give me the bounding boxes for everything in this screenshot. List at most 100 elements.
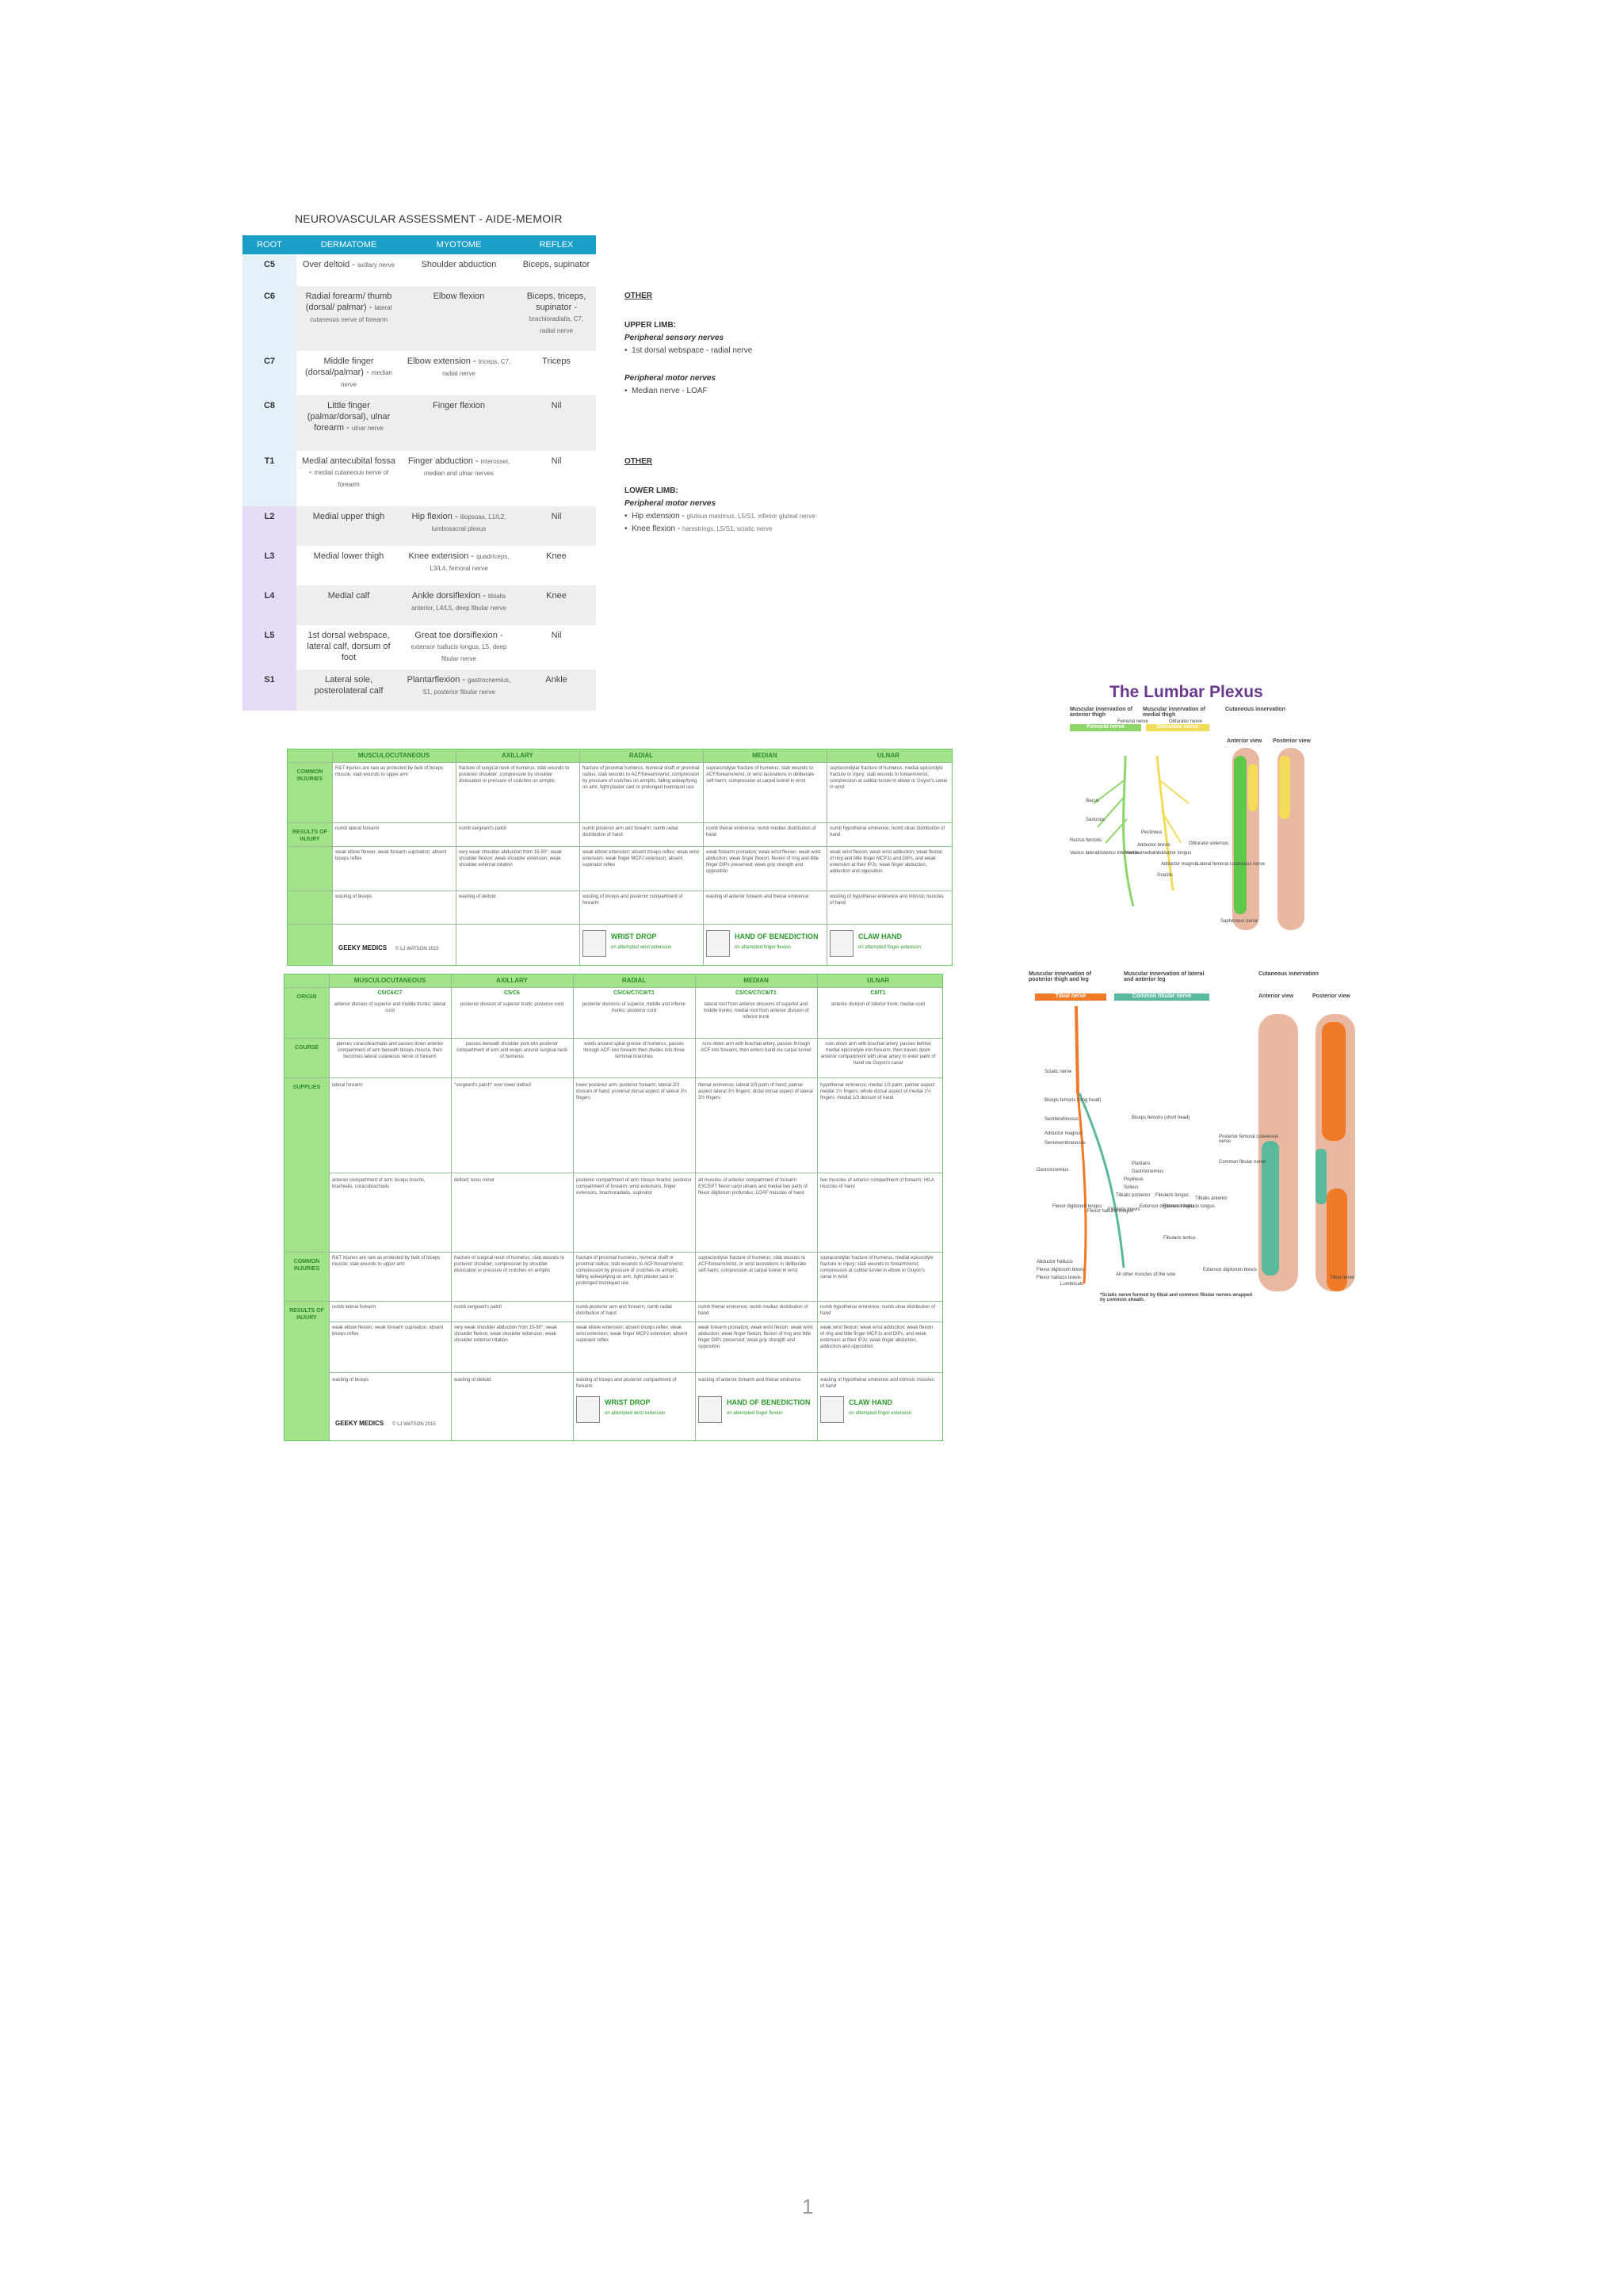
course-text: pierces coracobrachialis and passes down… bbox=[336, 1042, 444, 1059]
panel-header: Cutaneous innervation bbox=[1225, 707, 1285, 712]
row-divider bbox=[288, 822, 952, 823]
injury-text: R&T injuries are rare as protected by bu… bbox=[332, 1256, 441, 1267]
course-text: passes beneath shoulder joint into poste… bbox=[456, 1042, 568, 1059]
muscle-label: Extensor digitorum brevis bbox=[1203, 1268, 1257, 1272]
column-divider bbox=[695, 974, 696, 1440]
list-item: • Knee flexion - hamstrings, L5/S1, scia… bbox=[624, 524, 773, 533]
nerve-tag-femoral: Femoral nerve bbox=[1070, 724, 1141, 731]
sensory-loss-text: numb thenar eminence; numb median distri… bbox=[698, 1305, 808, 1316]
cell-reflex: Nil bbox=[517, 506, 596, 546]
notes-heading: OTHER bbox=[624, 292, 652, 300]
cell-reflex: Knee bbox=[517, 585, 596, 625]
cell-myotome: Great toe dorsiflexion - extensor halluc… bbox=[411, 631, 507, 662]
column-header: RADIAL bbox=[628, 752, 654, 759]
muscle-label: Sartorius bbox=[1086, 818, 1106, 822]
obturator-cutaneous-zone bbox=[1248, 764, 1258, 811]
notes-section: UPPER LIMB: bbox=[624, 321, 676, 330]
named-deformity: HAND OF BENEDICTION bbox=[735, 933, 819, 940]
root-values: C5/C6 bbox=[504, 990, 520, 996]
muscle-label: Iliacus bbox=[1086, 799, 1100, 803]
fibular-posterior-zone bbox=[1316, 1149, 1327, 1204]
column-divider bbox=[573, 974, 574, 1440]
column-divider bbox=[451, 974, 452, 1440]
cell-root: L3 bbox=[242, 546, 296, 585]
course-text: winds around spiral groove of humerus, p… bbox=[583, 1042, 685, 1059]
hand-deformity-icon bbox=[698, 1396, 722, 1423]
supplies-motor-text: two muscles of anterior compartment of f… bbox=[820, 1178, 934, 1189]
named-deformity: WRIST DROP bbox=[611, 933, 657, 940]
list-item: • Hip extension - gluteus maximus, L5/S1… bbox=[624, 512, 815, 521]
view-label: Anterior view bbox=[1258, 994, 1294, 999]
muscle-label: Tibialis anterior bbox=[1195, 1196, 1228, 1201]
sensory-loss-text: numb hypothenar eminence; numb ulnar dis… bbox=[820, 1305, 936, 1316]
injury-text: fracture of proximal humerus, humeral sh… bbox=[576, 1256, 684, 1286]
document-title: NEUROVASCULAR ASSESSMENT - AIDE-MEMOIR bbox=[295, 212, 563, 225]
muscle-label: Tibialis posterior bbox=[1116, 1193, 1151, 1198]
deformity-text: wasting of triceps and posterior compart… bbox=[576, 1378, 677, 1389]
muscle-label: Extensor digitorum longus bbox=[1140, 1204, 1195, 1209]
column-divider bbox=[817, 974, 818, 1440]
muscle-label: Biceps femoris (long head) bbox=[1044, 1098, 1102, 1103]
muscle-label: Flexor hallucis brevis bbox=[1037, 1276, 1082, 1280]
root-values: C5/C6/C7 bbox=[377, 990, 403, 996]
supplies-sensory-text: hypothenar eminence; medial 1/3 palm; pa… bbox=[820, 1083, 935, 1100]
cell-myotome: Elbow flexion bbox=[401, 286, 517, 351]
muscle-label: Semitendinosus bbox=[1044, 1117, 1079, 1122]
panel-header: Muscular innervation of anterior thigh bbox=[1070, 707, 1132, 718]
list-item: • 1st dorsal webspace - radial nerve bbox=[624, 346, 753, 355]
muscle-label: Vastus medialis bbox=[1125, 851, 1159, 856]
muscle-label: Gracilis bbox=[1157, 873, 1174, 878]
tibial-nerve-path bbox=[1076, 1093, 1087, 1284]
supplies-motor-text: posterior compartment of arm: triceps br… bbox=[576, 1178, 692, 1196]
row-label: SUPPLIES bbox=[292, 1085, 321, 1090]
muscle-label: Vastus lateralis bbox=[1070, 851, 1102, 856]
cell-myotome: Hip flexion - iliopsoas, L1/L2, lumbosac… bbox=[401, 506, 517, 546]
list-item: • Median nerve - LOAF bbox=[624, 387, 708, 395]
cell-dermatome: Radial forearm/ thumb (dorsal/ palmar) -… bbox=[296, 286, 401, 351]
panel-header: Cutaneous innervation bbox=[1258, 971, 1319, 977]
origin-text: posterior divisions of superior, middle … bbox=[582, 1002, 686, 1013]
lumbar-plexus-title: The Lumbar Plexus bbox=[1109, 683, 1263, 701]
column-header: MEDIAN bbox=[752, 752, 777, 759]
row-label-results: RESULTS OF INJURY bbox=[292, 830, 327, 842]
page-number: 1 bbox=[802, 2195, 814, 2218]
named-deformity-note: on attempted finger extension bbox=[858, 945, 922, 950]
cell-dermatome: Lateral sole, posterolateral calf bbox=[296, 669, 401, 711]
column-header: MEDIAN bbox=[743, 977, 769, 984]
supplies-sensory-text: "sergeant's patch" over lower deltoid bbox=[454, 1083, 531, 1088]
fibular-nerve-path bbox=[1078, 1093, 1125, 1268]
notes-section: LOWER LIMB: bbox=[624, 486, 678, 495]
credit-note: © LJ WATSON 2015 bbox=[392, 1422, 436, 1427]
view-label: Posterior view bbox=[1312, 994, 1350, 999]
supplies-sensory-text: thenar eminence; lateral 2/3 palm of han… bbox=[698, 1083, 813, 1100]
hand-deformity-icon bbox=[576, 1396, 600, 1423]
column-divider bbox=[579, 749, 580, 965]
muscle-label: Posterior femoral cutaneous nerve bbox=[1219, 1135, 1279, 1144]
deformity-text: wasting of anterior forearm and thenar e… bbox=[706, 894, 809, 899]
motor-heading: Peripheral motor nerves bbox=[624, 499, 716, 508]
row-label: COMMON INJURIES bbox=[293, 1259, 320, 1272]
panel-header: Muscular innervation of posterior thigh … bbox=[1029, 971, 1091, 982]
row-label: ORIGIN bbox=[296, 994, 317, 1000]
named-deformity: WRIST DROP bbox=[605, 1399, 651, 1406]
motor-deficit-text: weak wrist flexion; weak wrist adduction… bbox=[820, 1325, 934, 1349]
cell-reflex: Nil bbox=[551, 631, 562, 640]
motor-deficit-text: weak forearm pronation; weak wrist flexi… bbox=[698, 1325, 813, 1349]
column-divider bbox=[703, 749, 704, 965]
muscle-label: Flexor digitorum longus bbox=[1052, 1204, 1102, 1209]
deformity-text: wasting of triceps and posterior compart… bbox=[582, 894, 683, 906]
geeky-medics-logo: GEEKY MEDICS bbox=[335, 1420, 384, 1427]
muscle-label: Lumbricals bbox=[1060, 1282, 1084, 1287]
muscle-label: Flexor hallucis longus bbox=[1087, 1209, 1133, 1214]
cell-reflex: Biceps, supinator bbox=[522, 260, 590, 269]
cell-reflex: Knee bbox=[546, 551, 567, 561]
muscle-label: Adductor longus bbox=[1157, 851, 1192, 856]
obturator-branch bbox=[1158, 779, 1190, 844]
named-deformity: CLAW HAND bbox=[858, 933, 902, 940]
cell-root: S1 bbox=[242, 669, 296, 711]
column-header: MUSCULOCUTANEOUS bbox=[353, 977, 426, 984]
column-header: AXILLARY bbox=[496, 977, 528, 984]
